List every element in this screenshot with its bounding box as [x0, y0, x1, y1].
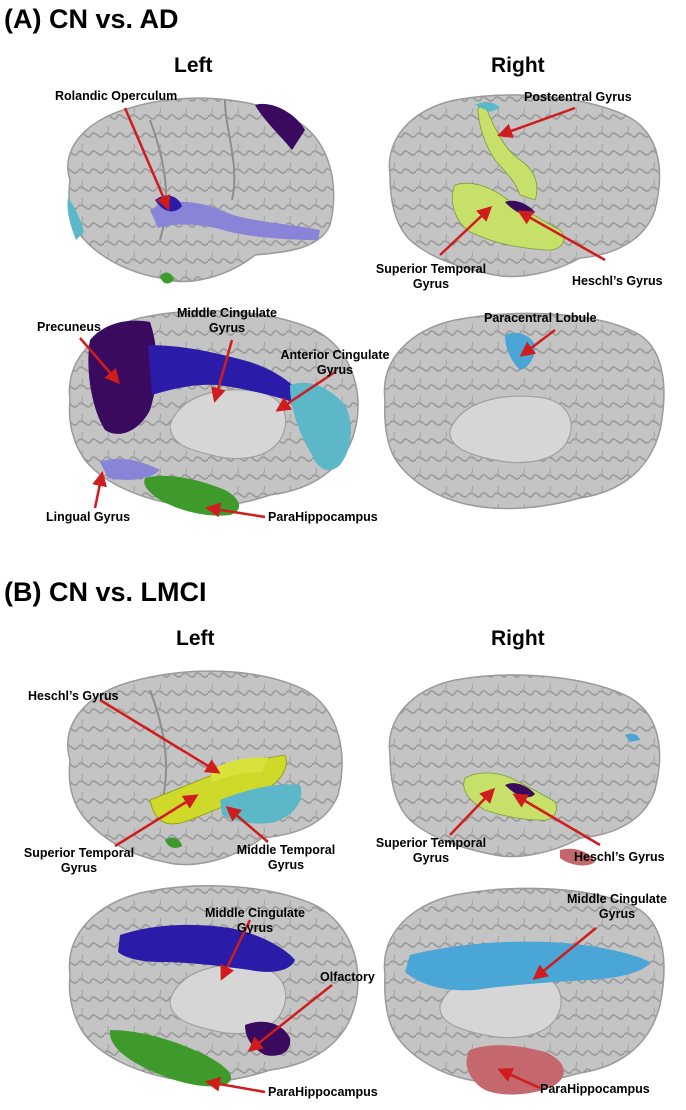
label-mid-cingulate-b-right-line2: Gyrus: [598, 907, 636, 921]
label-mid-cingulate-b-right-line1: Middle Cingulate: [567, 892, 667, 906]
label-mid-cingulate-a-line1: Middle Cingulate: [177, 306, 277, 320]
label-mid-temporal: Middle Temporal Gyrus: [226, 843, 346, 873]
label-mid-temporal-line2: Gyrus: [267, 858, 305, 872]
arrow-mid-cing-b-right: [532, 927, 597, 980]
region-a-left-light-purple: [150, 201, 320, 240]
label-sup-temporal-a-line2: Gyrus: [412, 277, 450, 291]
brain-a-right-lateral: [388, 94, 661, 278]
section-b-left-header: Left: [176, 627, 215, 650]
label-ant-cingulate: Anterior Cingulate Gyrus: [272, 348, 398, 378]
arrow-parahippo-a: [205, 502, 266, 519]
label-mid-cingulate-b-left-line1: Middle Cingulate: [205, 906, 305, 920]
arrow-olfactory: [247, 984, 333, 1052]
arrow-mid-temporal: [225, 806, 269, 843]
brain-b-left-medial: [68, 885, 359, 1087]
region-a-left-cyan: [67, 198, 84, 240]
label-sup-temporal-b-left-line1: Superior Temporal: [23, 846, 135, 860]
arrow-rolandic: [123, 107, 171, 211]
brain-a-left-medial: [68, 310, 359, 516]
arrow-ant-cing: [275, 370, 336, 412]
region-a-mid-cingulate: [148, 345, 300, 402]
label-mid-cingulate-b-left-line2: Gyrus: [236, 921, 274, 935]
region-a-ant-cingulate: [290, 382, 352, 471]
brain-a-left-lateral: [67, 97, 335, 284]
arrows-b: [99, 698, 601, 1094]
arrow-heschl-b-left: [99, 698, 221, 774]
arrow-mid-cing-a: [211, 339, 234, 403]
arrow-heschl-a: [517, 210, 606, 262]
label-mid-cingulate-a: Middle Cingulate Gyrus: [166, 306, 288, 336]
region-a-left-dark-purple: [255, 103, 305, 150]
label-heschl-a: Heschl’s Gyrus: [572, 274, 663, 288]
arrow-precuneus: [79, 337, 120, 385]
arrow-heschl-b-right: [512, 793, 601, 847]
label-sup-temporal-a: Superior Temporal Gyrus: [370, 262, 492, 292]
brain-b-right-medial: [383, 887, 665, 1095]
label-postcentral-gyrus: Postcentral Gyrus: [524, 90, 632, 104]
label-olfactory: Olfactory: [320, 970, 375, 984]
label-mid-temporal-line1: Middle Temporal: [236, 843, 336, 857]
arrow-mid-cing-b-left: [220, 919, 252, 981]
section-a-title: (A) CN vs. AD: [4, 4, 179, 34]
region-b-left-mid-cingulate: [118, 924, 295, 972]
label-ant-cingulate-line2: Gyrus: [316, 363, 354, 377]
brain-a-right-medial: [383, 312, 665, 510]
label-paracentral-lobule: Paracentral Lobule: [484, 311, 597, 325]
label-heschl-b-left: Heschl’s Gyrus: [28, 689, 119, 703]
label-sup-temporal-b-left-line2: Gyrus: [60, 861, 98, 875]
arrow-sup-temporal-b-right: [449, 787, 496, 836]
arrow-parahippo-b-right: [497, 1068, 541, 1090]
label-sup-temporal-b-right-line1: Superior Temporal: [375, 836, 487, 850]
region-a-lingual: [100, 458, 160, 480]
label-heschl-b-right: Heschl’s Gyrus: [574, 850, 665, 864]
region-b-right-mid-cingulate: [405, 941, 650, 991]
label-parahippo-b-left: ParaHippocampus: [268, 1085, 378, 1099]
arrow-sup-temporal-b-left: [114, 794, 199, 848]
label-mid-cingulate-a-line2: Gyrus: [208, 321, 246, 335]
label-mid-cingulate-b-right: Middle Cingulate Gyrus: [556, 892, 678, 922]
section-b-right-header: Right: [491, 627, 545, 650]
arrows-a: [79, 106, 606, 519]
label-sup-temporal-b-left: Superior Temporal Gyrus: [18, 846, 140, 876]
arrow-paracentral: [519, 329, 556, 357]
arrow-lingual: [92, 471, 107, 509]
label-rolandic-operculum: Rolandic Operculum: [55, 89, 178, 103]
arrow-postcentral: [497, 106, 576, 138]
arrow-sup-temporal-a: [439, 205, 493, 256]
label-mid-cingulate-b-left: Middle Cingulate Gyrus: [194, 906, 316, 936]
region-a-right-postcentral: [477, 104, 538, 201]
label-sup-temporal-a-line1: Superior Temporal: [375, 262, 487, 276]
label-parahippo-a: ParaHippocampus: [268, 510, 378, 524]
section-a-left-header: Left: [174, 54, 213, 77]
section-a-right-header: Right: [491, 54, 545, 77]
arrow-parahippo-b-left: [205, 1076, 266, 1094]
label-precuneus: Precuneus: [37, 320, 101, 334]
section-b-title: (B) CN vs. LMCI: [4, 577, 207, 607]
region-b-left-parahippo: [109, 1030, 232, 1087]
label-sup-temporal-b-right-line2: Gyrus: [412, 851, 450, 865]
label-lingual-gyrus: Lingual Gyrus: [46, 510, 131, 524]
region-b-right-parahippo: [466, 1045, 564, 1095]
label-ant-cingulate-line1: Anterior Cingulate: [280, 348, 390, 362]
label-sup-temporal-b-right: Superior Temporal Gyrus: [370, 836, 492, 866]
region-b-right-sup-temporal: [463, 772, 557, 821]
region-a-precuneus: [88, 320, 157, 434]
label-parahippo-b-right: ParaHippocampus: [540, 1082, 650, 1096]
